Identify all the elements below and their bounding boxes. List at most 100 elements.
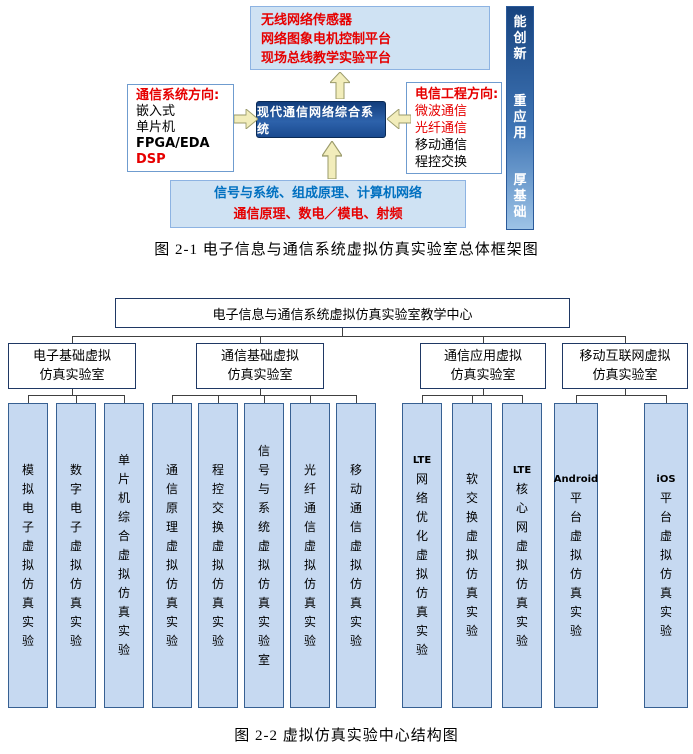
telecom-engineering-direction-box: 电信工程方向:微波通信光纤通信移动通信程控交换 [406, 82, 502, 174]
text-line: 信号与系统、组成原理、计算机网络 [213, 186, 422, 201]
text-line: 移动通信 [415, 138, 468, 153]
text-line: 单片机 [136, 120, 176, 135]
text-line: 基 [513, 189, 527, 204]
text-line: 通信系统方向: [136, 88, 220, 103]
text-line: 验 [515, 633, 528, 648]
text-line: 虚 [415, 548, 428, 562]
text-line: 信 [257, 443, 270, 458]
text-line: 实 [69, 614, 82, 629]
text-line: 验 [165, 633, 178, 648]
text-line: 拟 [257, 557, 270, 572]
modern-comm-network-system-box: 现代通信网络综合系统 [256, 101, 386, 138]
text-line: 实 [349, 614, 362, 629]
text-line: 拟 [211, 557, 224, 572]
text-line: 真 [349, 595, 362, 610]
category-comm-basics: 通信基础虚拟仿真实验室 [196, 343, 324, 389]
text-line: 综 [117, 510, 130, 524]
text-line: 核 [515, 481, 528, 496]
text-line: 真 [465, 586, 478, 600]
text-line: 验 [659, 624, 672, 638]
text-line: 仿 [165, 576, 178, 591]
framework-diagram: 无线网络传感器网络图象电机控制平台现场总线教学实验平台 能创新 重应用 厚基础 … [0, 0, 693, 234]
teaching-center-root-box: 电子信息与通信系统虚拟仿真实验室教学中心 [115, 298, 570, 328]
text-line: 验 [569, 624, 582, 638]
leaf-signals-systems: 信号与系统虚拟仿真实验室 [244, 403, 284, 708]
text-line: 验 [349, 633, 362, 648]
text-line: 实 [569, 605, 582, 619]
text-line: 通信原理、数电／模电、射频 [233, 207, 403, 222]
text-line: 真 [21, 595, 34, 610]
text-line: 实 [257, 614, 270, 629]
category-mobile-internet: 移动互联网虚拟仿真实验室 [562, 343, 688, 389]
text-line: 仿 [117, 586, 130, 600]
text-line: Android [553, 474, 599, 485]
text-line: 能 [513, 15, 527, 30]
text-line: 实 [117, 624, 130, 638]
fig2-caption: 图 2-2 虚拟仿真实验中心结构图 [234, 728, 459, 744]
text-line: 网 [415, 472, 428, 486]
text-line: 实 [659, 605, 672, 619]
left-arrow-icon [387, 109, 411, 129]
text-line: 重 [513, 94, 527, 109]
text-line: 理 [165, 519, 178, 534]
text-line: 系 [257, 500, 270, 515]
text-line: 电子基础虚拟 [32, 349, 111, 364]
text-line: 信 [349, 519, 362, 534]
up-arrow-icon [330, 72, 350, 99]
sidebar-label-application: 重应用 [513, 94, 526, 142]
text-line: 实 [515, 614, 528, 629]
text-line: 仿 [69, 576, 82, 591]
text-line: 模 [21, 462, 34, 477]
connector-line [576, 395, 577, 403]
text-line: 单 [117, 453, 130, 467]
text-line: 真 [303, 595, 316, 610]
text-line: 网 [515, 519, 528, 534]
text-line: 验 [21, 633, 34, 648]
text-line: 号 [257, 462, 270, 477]
text-line: 仿 [21, 576, 34, 591]
text-line: 优 [415, 510, 428, 524]
text-line: 厚 [513, 173, 527, 188]
leaf-softswitch: 软交换虚拟仿真实验 [452, 403, 492, 708]
text-line: 真 [659, 586, 672, 600]
text-line: 通信基础虚拟 [220, 349, 299, 364]
text-line: 原 [165, 500, 178, 515]
text-line: 真 [117, 605, 130, 619]
text-line: 纤 [303, 481, 316, 496]
text-line: 验 [465, 624, 478, 638]
connector-line [264, 395, 265, 403]
text-line: 实 [415, 624, 428, 638]
text-line: 实 [465, 605, 478, 619]
text-line: 现场总线教学实验平台 [261, 51, 392, 66]
center-structure-diagram: 电子信息与通信系统虚拟仿真实验室教学中心 电子基础虚拟仿真实验室 通信基础虚拟仿… [0, 288, 693, 724]
text-line: 实 [165, 614, 178, 629]
text-line: 拟 [515, 557, 528, 572]
connector-line [260, 336, 261, 343]
text-line: 片 [117, 472, 130, 486]
connector-line [172, 395, 173, 403]
text-line: 电 [69, 500, 82, 515]
text-line: 仿 [659, 567, 672, 581]
text-line: 真 [211, 595, 224, 610]
connector-line [356, 395, 357, 403]
text-line: 换 [465, 510, 478, 524]
text-line: 创 [513, 31, 527, 46]
category-comm-applications: 通信应用虚拟仿真实验室 [420, 343, 546, 389]
text-line: 仿 [257, 576, 270, 591]
text-line: 仿真实验室 [227, 368, 293, 383]
text-line: 验 [69, 633, 82, 648]
text-line: 拟 [21, 557, 34, 572]
connector-line [28, 395, 29, 403]
text-line: 拟 [415, 567, 428, 581]
leaf-analog-electronics: 模拟电子虚拟仿真实验 [8, 403, 48, 708]
text-line: 虚 [569, 529, 582, 543]
sidebar-label-innovation: 能创新 [513, 15, 526, 63]
leaf-digital-electronics: 数字电子虚拟仿真实验 [56, 403, 96, 708]
text-line: 交 [465, 491, 478, 505]
connector-line [124, 395, 125, 403]
